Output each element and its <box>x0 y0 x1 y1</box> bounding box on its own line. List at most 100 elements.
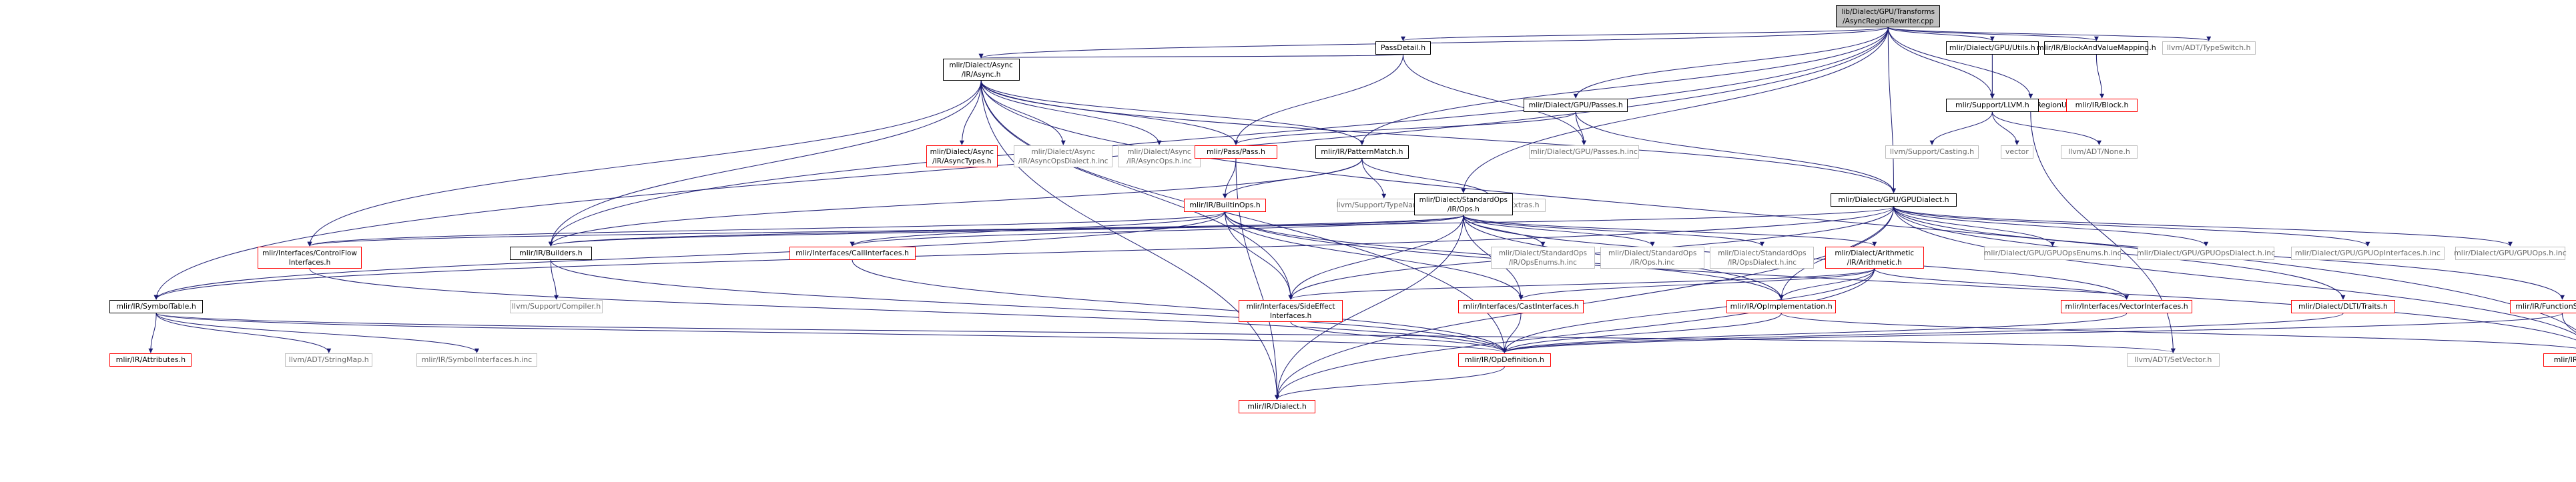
node-none[interactable]: llvm/ADT/None.h <box>2061 145 2138 159</box>
edge-stdops-to-dialecth <box>1275 215 1464 400</box>
edge-gpupassesh-to-passh <box>1233 111 1576 145</box>
edge-builtinops-to-symboltable <box>153 211 1226 300</box>
node-stdopsenums[interactable]: mlir/Dialect/StandardOps /IR/OpsEnums.h.… <box>1490 247 1595 269</box>
node-asyncopsdialect[interactable]: mlir/Dialect/Async /IR/AsyncOpsDialect.h… <box>1014 145 1113 167</box>
edge-group <box>148 27 2576 400</box>
edge-controlflow-to-opdefinition <box>309 268 1507 353</box>
node-compiler[interactable]: llvm/Support/Compiler.h <box>509 300 603 313</box>
node-dialecth[interactable]: mlir/IR/Dialect.h <box>1239 400 1316 413</box>
edge-symboltable-to-setvector <box>155 313 2176 353</box>
edge-vectorinterfaces-to-opdefinition <box>1502 313 2128 353</box>
edge-stdops-to-callinterfaces <box>850 215 1464 247</box>
edge-root-to-typeswitch <box>1887 27 2211 41</box>
node-dltitraits[interactable]: mlir/Dialect/DLTI/Traits.h <box>2290 300 2395 313</box>
node-setvector[interactable]: llvm/ADT/SetVector.h <box>2126 353 2220 367</box>
node-typename[interactable]: llvm/Support/TypeName.h <box>1337 199 1431 212</box>
edge-patternmatch-to-typename <box>1361 158 1387 199</box>
node-gpuopsenums[interactable]: mlir/Dialect/GPU/GPUOpsEnums.h.inc <box>1984 247 2122 260</box>
node-opimpl[interactable]: mlir/IR/OpImplementation.h <box>1726 300 1837 313</box>
node-builders[interactable]: mlir/IR/Builders.h <box>509 247 592 260</box>
edge-llvmh-to-casting <box>1929 111 1993 145</box>
node-stdopsdialect[interactable]: mlir/Dialect/StandardOps /IR/OpsDialect.… <box>1710 247 1815 269</box>
edge-functionsupport-to-builtintypes <box>2561 313 2576 333</box>
node-opdefinition[interactable]: mlir/IR/OpDefinition.h <box>1458 353 1552 367</box>
edge-symboltable-to-symbolinterfaces <box>155 313 479 353</box>
node-castinterfaces[interactable]: mlir/Interfaces/CastInterfaces.h <box>1458 300 1584 313</box>
node-typeswitch[interactable]: llvm/ADT/TypeSwitch.h <box>2162 41 2256 55</box>
node-gpupassesinc[interactable]: mlir/Dialect/GPU/Passes.h.inc <box>1529 145 1639 159</box>
edge-functionsupport-to-opdefinition <box>1502 313 2563 353</box>
node-patternmatch[interactable]: mlir/IR/PatternMatch.h <box>1315 145 1409 159</box>
edge-asynch-to-gpudialect <box>980 80 1896 193</box>
node-controlflow[interactable]: mlir/Interfaces/ControlFlow Interfaces.h <box>258 247 362 269</box>
node-symbolinterfaces[interactable]: mlir/IR/SymbolInterfaces.h.inc <box>416 353 537 367</box>
edge-root-to-asynch <box>978 27 1889 59</box>
edge-root-to-gpudialect <box>1887 27 1897 193</box>
node-builtinops[interactable]: mlir/IR/BuiltinOps.h <box>1183 199 1267 212</box>
edge-passdetail-to-asynch <box>980 53 1403 59</box>
node-stdopsinc[interactable]: mlir/Dialect/StandardOps /IR/Ops.h.inc <box>1600 247 1705 269</box>
edge-castinterfaces-to-opdefinition <box>1502 313 1522 353</box>
edge-root-to-regionutils <box>1887 27 2033 99</box>
edge-asynch-to-controlflow <box>307 80 982 247</box>
node-passdetail[interactable]: PassDetail.h <box>1375 41 1431 55</box>
node-asynch[interactable]: mlir/Dialect/Async /IR/Async.h <box>942 59 1020 81</box>
edge-opimpl-to-opdefinition <box>1502 313 1782 353</box>
edge-asynch-to-passh <box>980 80 1239 145</box>
edge-symboltable-to-stringmap <box>155 313 332 353</box>
edge-gpupassesh-to-gpudialect <box>1575 111 1896 193</box>
node-symboltable[interactable]: mlir/IR/SymbolTable.h <box>109 300 203 313</box>
edge-asynch-to-dialecth <box>980 80 1280 400</box>
node-passh[interactable]: mlir/Pass/Pass.h <box>1195 145 1277 159</box>
edge-llvmh-to-vector <box>1991 111 2019 145</box>
node-arith[interactable]: mlir/Dialect/Arithmetic /IR/Arithmetic.h <box>1825 247 1924 269</box>
node-root[interactable]: lib/Dialect/GPU/Transforms /AsyncRegionR… <box>1836 5 1941 27</box>
edge-sideeffect-to-opdefinition <box>1290 321 1507 353</box>
edge-asynch-to-patternmatch <box>980 80 1365 145</box>
edge-root-to-gpuutils <box>1887 27 1995 41</box>
node-callinterfaces[interactable]: mlir/Interfaces/CallInterfaces.h <box>789 247 916 260</box>
node-sideeffect[interactable]: mlir/Interfaces/SideEffect Interfaces.h <box>1239 300 1343 322</box>
node-functionsupport[interactable]: mlir/IR/FunctionSupport.h <box>2510 300 2576 313</box>
node-gpuopsdialect[interactable]: mlir/Dialect/GPU/GPUOpsDialect.h.inc <box>2137 247 2275 260</box>
edge-patternmatch-to-functionextras <box>1361 158 1494 199</box>
node-stdops[interactable]: mlir/Dialect/StandardOps /IR/Ops.h <box>1413 193 1513 215</box>
node-gpupassesh[interactable]: mlir/Dialect/GPU/Passes.h <box>1524 99 1628 112</box>
edge-gpudialect-to-gpuopsinc <box>1893 206 2513 247</box>
edge-callinterfaces-to-opdefinition <box>852 259 1507 353</box>
edge-stdops-to-builders <box>549 215 1464 247</box>
edge-arith-to-opimpl <box>1779 268 1875 300</box>
node-asynctypes[interactable]: mlir/Dialect/Async /IR/AsyncTypes.h <box>926 145 998 167</box>
edge-stdops-to-controlflow <box>308 215 1464 247</box>
node-builtintypes[interactable]: mlir/IR/BuiltinTypes.h <box>2543 353 2576 367</box>
node-blockh[interactable]: mlir/IR/Block.h <box>2066 99 2138 112</box>
edge-arith-to-vectorinterfaces <box>1874 268 2129 300</box>
edge-stdops-to-sideeffect <box>1288 215 1464 300</box>
node-attributes[interactable]: mlir/IR/Attributes.h <box>109 353 192 367</box>
node-vectorinterfaces[interactable]: mlir/Interfaces/VectorInterfaces.h <box>2061 300 2193 313</box>
edge-patternmatch-to-builders <box>549 158 1363 247</box>
edge-builtinops-to-controlflow <box>307 211 1226 247</box>
edge-asynch-to-builders <box>548 80 982 247</box>
edge-gpudialect-to-dialecth <box>1275 206 1895 400</box>
edge-root-to-builders <box>548 27 1889 247</box>
edge-opimpl-to-builtintypes <box>1781 313 2576 349</box>
node-asyncopsinc[interactable]: mlir/Dialect/Async /IR/AsyncOps.h.inc <box>1118 145 1201 167</box>
edge-arith-to-dialecth <box>1275 268 1875 400</box>
node-blockvalue[interactable]: mlir/IR/BlockAndValueMapping.h <box>2037 41 2156 55</box>
edge-gpudialect-to-builtintypes <box>1893 206 2576 335</box>
node-gpudialect[interactable]: mlir/Dialect/GPU/GPUDialect.h <box>1831 193 1957 207</box>
node-gpuutils[interactable]: mlir/Dialect/GPU/Utils.h <box>1945 41 2039 55</box>
edge-stdops-to-stdopsenums <box>1463 215 1546 247</box>
node-gpuopsinc[interactable]: mlir/Dialect/GPU/GPUOps.h.inc <box>2454 247 2567 260</box>
node-gpuopinterfaces[interactable]: mlir/Dialect/GPU/GPUOpInterfaces.h.inc <box>2290 247 2445 260</box>
node-casting[interactable]: llvm/Support/Casting.h <box>1885 145 1979 159</box>
edge-builders-to-opdefinition <box>550 259 1507 353</box>
edge-dltitraits-to-opdefinition <box>1502 313 2344 353</box>
edge-symboltable-to-opdefinition <box>155 313 1507 353</box>
node-llvmh[interactable]: mlir/Support/LLVM.h <box>1945 99 2039 112</box>
node-stringmap[interactable]: llvm/ADT/StringMap.h <box>285 353 373 367</box>
node-vector[interactable]: vector <box>2000 145 2033 159</box>
edge-passdetail-to-gpupassesinc <box>1402 54 1586 145</box>
